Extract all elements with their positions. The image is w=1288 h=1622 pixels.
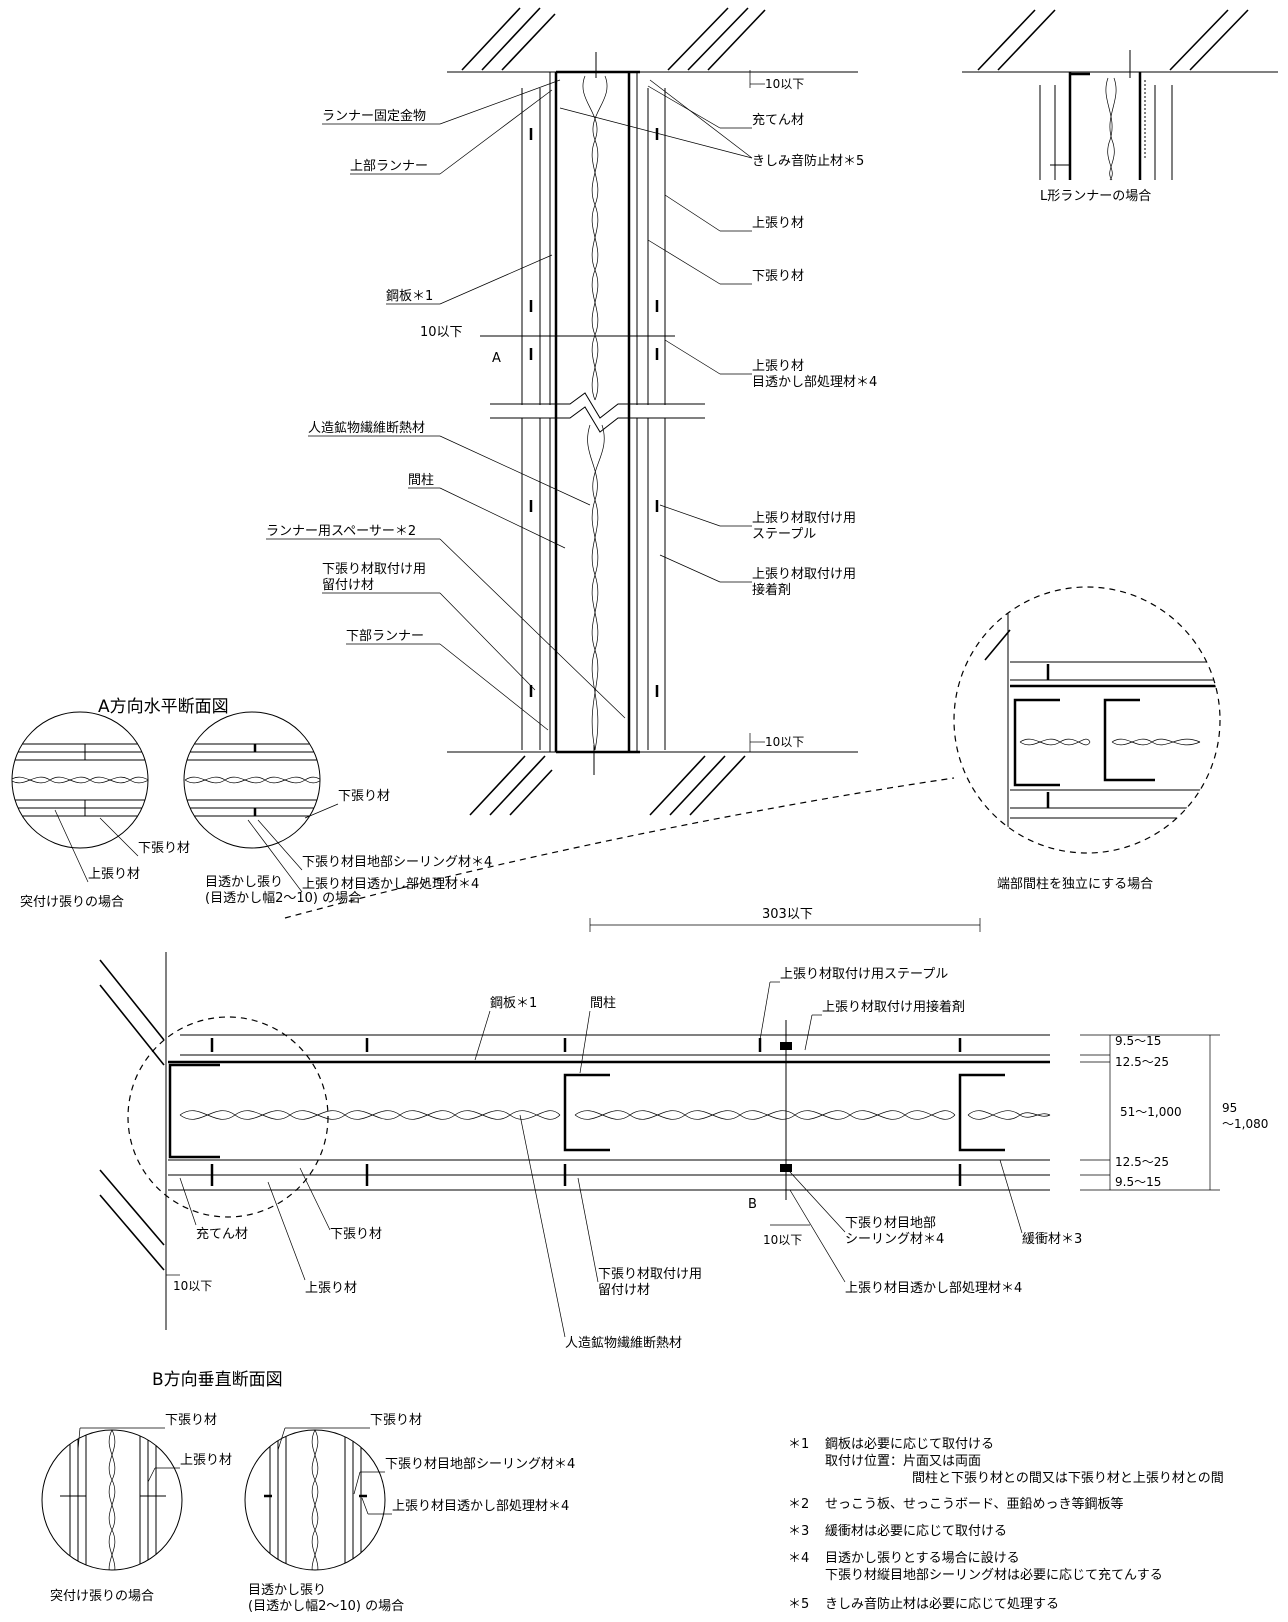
b-right-under-board: 下張り材 (370, 1413, 422, 1428)
main-10-below-left: 10以下 (173, 1279, 212, 1293)
note-1-line-3: 間柱と下張り材との間又は下張り材と上張り材との間 (912, 1471, 1224, 1486)
main-insulation: 人造鉱物繊維断熱材 (565, 1335, 682, 1351)
horizontal-section-labels: 303以下 上張り材取付け用ステープル 上張り材取付け用接着剤 鋼板＊1 間柱 … (127, 907, 1268, 1351)
note-1-line-1: 鋼板は必要に応じて取付ける (825, 1437, 994, 1452)
a-right-circle (183, 711, 321, 849)
a-right-caption-1: 目透かし張り (205, 875, 283, 890)
main-joint-sealing-1: 下張り材目地部 (845, 1216, 936, 1231)
label-runner-fixture: ランナー固定金物 (322, 108, 426, 124)
a-right-joint-treatment: 上張り材目透かし部処理材＊4 (302, 877, 479, 892)
label-top-staple-2: ステープル (752, 527, 816, 542)
main-steel-plate: 鋼板＊1 (490, 996, 537, 1011)
notes: ＊1 鋼板は必要に応じて取付ける 取付け位置：片面又は両面 間柱と下張り材との間… (788, 1437, 1224, 1612)
dim-right-2: 12.5～25 (1115, 1055, 1169, 1069)
a-section-title: A方向水平断面図 (98, 697, 229, 717)
dim-total-2: ～1,080 (1222, 1117, 1268, 1131)
end-stud-detail-circle (953, 586, 1221, 854)
dim-right-5: 9.5～15 (1115, 1175, 1161, 1189)
main-under-fastener-1: 下張り材取付け用 (598, 1267, 702, 1282)
dim-303: 303以下 (762, 907, 813, 922)
label-anti-squeak: きしみ音防止材＊5 (752, 153, 864, 169)
label-lower-runner: 下部ランナー (346, 629, 424, 644)
main-top-staple: 上張り材取付け用ステープル (780, 967, 948, 982)
label-under-board: 下張り材 (752, 269, 804, 284)
b-section-title: B方向垂直断面図 (152, 1370, 283, 1390)
label-top-adhesive-2: 接着剤 (752, 582, 791, 598)
label-top-board: 上張り材 (752, 216, 804, 231)
main-under-fastener-2: 留付け材 (598, 1283, 650, 1298)
a-right-under-board: 下張り材 (338, 789, 390, 804)
dim-total-1: 95 (1222, 1101, 1237, 1115)
label-under-fastener-2: 留付け材 (322, 578, 374, 593)
dim-right-4: 12.5～25 (1115, 1155, 1169, 1169)
note-3-mark: ＊3 (788, 1524, 809, 1539)
main-filler: 充てん材 (196, 1226, 248, 1242)
note-1-line-2: 取付け位置：片面又は両面 (825, 1454, 981, 1469)
note-3-text: 緩衝材は必要に応じて取付ける (825, 1524, 1007, 1539)
label-top-board-joint-2: 目透かし部処理材＊4 (752, 375, 877, 390)
l-runner-caption: L形ランナーの場合 (1040, 189, 1151, 204)
label-steel-plate: 鋼板＊1 (386, 289, 433, 304)
a-left-circle (11, 711, 149, 849)
label-upper-runner: 上部ランナー (350, 159, 428, 174)
b-right-joint-treatment: 上張り材目透かし部処理材＊4 (392, 1499, 569, 1514)
main-top-adhesive: 上張り材取付け用接着剤 (822, 999, 965, 1015)
label-10-below-a: 10以下 (420, 325, 463, 340)
main-b-mark: B (748, 1197, 757, 1212)
a-left-under-board: 下張り材 (138, 841, 190, 856)
b-right-caption-1: 目透かし張り (248, 1583, 326, 1598)
note-2-mark: ＊2 (788, 1497, 809, 1512)
b-right-caption-2: (目透かし幅2～10) の場合 (248, 1599, 404, 1614)
horizontal-section-drawing (99, 952, 1051, 1330)
note-1-mark: ＊1 (788, 1437, 809, 1452)
b-right-joint-sealing: 下張り材目地部シーリング材＊4 (385, 1457, 575, 1472)
b-left-top-board: 上張り材 (180, 1453, 232, 1468)
main-10-below-b: 10以下 (763, 1233, 802, 1247)
b-left-caption: 突付け張りの場合 (50, 1588, 154, 1604)
label-top-staple-1: 上張り材取付け用 (752, 511, 856, 526)
b-left-under-board: 下張り材 (165, 1413, 217, 1428)
label-a-mark: A (492, 351, 501, 366)
l-runner-drawing (962, 9, 1278, 181)
label-insulation: 人造鉱物繊維断熱材 (308, 420, 425, 436)
main-joint-sealing-2: シーリング材＊4 (845, 1232, 944, 1247)
label-10-below-bottom: 10以下 (765, 735, 804, 749)
main-under-board: 下張り材 (330, 1227, 382, 1242)
note-5-text: きしみ音防止材は必要に応じて処理する (825, 1596, 1059, 1612)
detail-caption: 端部間柱を独立にする場合 (997, 877, 1153, 892)
a-left-caption: 突付け張りの場合 (20, 894, 124, 910)
note-4-line-2: 下張り材縦目地部シーリング材は必要に応じて充てんする (825, 1567, 1163, 1583)
label-under-fastener-1: 下張り材取付け用 (322, 562, 426, 577)
label-filler: 充てん材 (752, 112, 804, 128)
a-left-top-board: 上張り材 (88, 867, 140, 882)
label-top-board-joint-1: 上張り材 (752, 359, 804, 374)
dim-right-1: 9.5～15 (1115, 1034, 1161, 1048)
label-stud: 間柱 (408, 473, 434, 488)
main-top-board: 上張り材 (305, 1281, 357, 1296)
main-stud: 間柱 (590, 996, 616, 1011)
label-top-adhesive-1: 上張り材取付け用 (752, 567, 856, 582)
a-right-caption-2: (目透かし幅2～10) の場合 (205, 891, 361, 906)
label-runner-spacer: ランナー用スペーサー＊2 (266, 524, 416, 539)
note-4-mark: ＊4 (788, 1551, 809, 1566)
note-5-mark: ＊5 (788, 1597, 809, 1612)
dim-right-3: 51～1,000 (1120, 1105, 1182, 1119)
vertical-section-labels: ランナー固定金物 上部ランナー 鋼板＊1 10以下 A 人造鉱物繊維断熱材 間柱… (266, 70, 877, 753)
note-4-line-1: 目透かし張りとする場合に設ける (825, 1550, 1020, 1566)
note-2-text: せっこう板、せっこうボード、亜鉛めっき等鋼板等 (825, 1496, 1123, 1512)
main-cushion: 緩衝材＊3 (1022, 1232, 1082, 1247)
vertical-section-drawing (447, 7, 858, 816)
a-right-joint-sealing: 下張り材目地部シーリング材＊4 (302, 855, 492, 870)
main-joint-treatment: 上張り材目透かし部処理材＊4 (845, 1281, 1022, 1296)
b-right-circle (244, 1429, 386, 1571)
b-left-circle (41, 1429, 183, 1571)
label-10-below-top: 10以下 (765, 77, 804, 91)
